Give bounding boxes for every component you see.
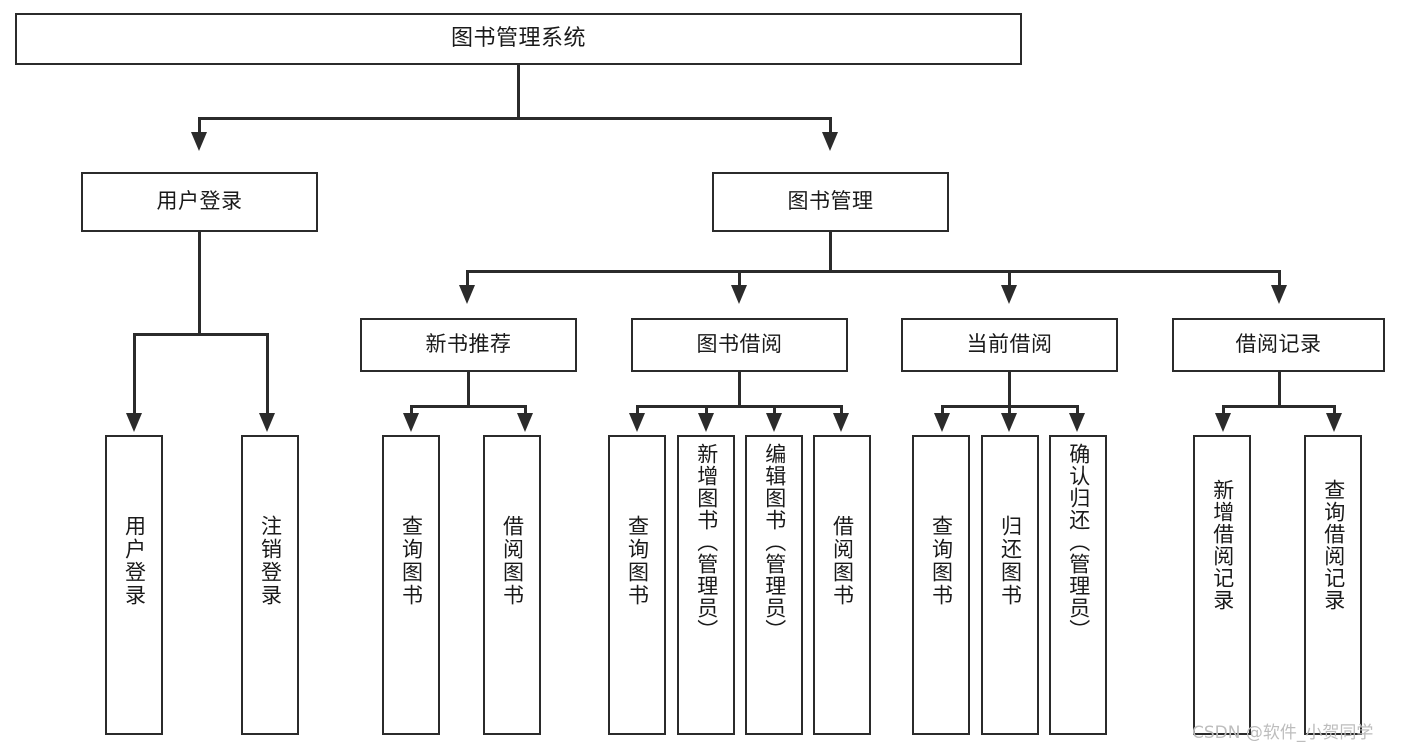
arrow-to-leaf-borrow-book-1	[517, 413, 533, 432]
arrow-to-leaf-return-book	[1001, 413, 1017, 432]
arrow-to-leaf-add-record	[1215, 413, 1231, 432]
arrow-to-leaf-add-book	[698, 413, 714, 432]
node-label: 借阅图书	[500, 515, 525, 607]
leaf-borrow-book-recommend[interactable]: 借阅图书	[483, 435, 541, 735]
arrow-to-leaf-confirm-return	[1069, 413, 1085, 432]
node-current-borrow[interactable]: 当前借阅	[901, 318, 1118, 372]
leaf-return-book[interactable]: 归还图书	[981, 435, 1039, 735]
arrow-to-borrow-record	[1271, 285, 1287, 304]
leaf-add-borrow-record[interactable]: 新增借阅记录	[1193, 435, 1251, 735]
connector-level2-drop-2	[1008, 270, 1011, 287]
connector-book-borrow-drop-3	[840, 405, 843, 415]
connector-book-borrow-stem	[738, 372, 741, 407]
connector-book-borrow-bar	[636, 405, 842, 408]
node-label: 注销登录	[258, 515, 283, 607]
node-borrow-record[interactable]: 借阅记录	[1172, 318, 1385, 372]
connector-user-login-bar	[133, 333, 266, 336]
node-label: 借阅图书	[830, 515, 855, 607]
node-label: 查询图书	[399, 515, 424, 607]
node-label: 借阅记录	[1235, 332, 1322, 357]
node-book-borrow[interactable]: 图书借阅	[631, 318, 848, 372]
arrow-to-current-borrow	[1001, 285, 1017, 304]
leaf-user-login[interactable]: 用户登录	[105, 435, 163, 735]
connector-new-book-bar	[410, 405, 526, 408]
connector-book-manage-stem	[829, 232, 832, 272]
node-label: 查询图书	[625, 515, 650, 607]
connector-new-book-drop-1	[524, 405, 527, 415]
connector-level2-drop-3	[1278, 270, 1281, 287]
connector-book-borrow-drop-1	[705, 405, 708, 415]
arrow-to-book-manage	[822, 132, 838, 151]
node-root-system[interactable]: 图书管理系统	[15, 13, 1022, 65]
node-label: 当前借阅	[966, 332, 1053, 357]
leaf-logout[interactable]: 注销登录	[241, 435, 299, 735]
connector-borrow-record-drop-0	[1222, 405, 1225, 415]
connector-level2-drop-0	[466, 270, 469, 287]
leaf-borrow-book[interactable]: 借阅图书	[813, 435, 871, 735]
connector-current-borrow-drop-2	[1076, 405, 1079, 415]
arrow-to-new-book	[459, 285, 475, 304]
leaf-confirm-return-admin[interactable]: 确认归还（管理员）	[1049, 435, 1107, 735]
node-label: 查询借阅记录	[1321, 479, 1346, 611]
connector-book-borrow-drop-2	[773, 405, 776, 415]
arrow-to-leaf-edit-book	[766, 413, 782, 432]
connector-borrow-record-stem	[1278, 372, 1281, 407]
connector-current-borrow-stem	[1008, 372, 1011, 407]
arrow-to-leaf-query-book-2	[629, 413, 645, 432]
arrow-to-leaf-query-book-3	[934, 413, 950, 432]
node-label: 编辑图书（管理员）	[762, 443, 787, 641]
node-label: 图书管理	[787, 189, 874, 214]
node-label: 确认归还（管理员）	[1066, 443, 1091, 641]
connector-level1-bar	[198, 117, 831, 120]
connector-borrow-record-bar	[1222, 405, 1335, 408]
connector-user-login-stem	[198, 232, 201, 335]
node-label: 新书推荐	[425, 332, 512, 357]
connector-level1-drop-left	[198, 117, 201, 134]
arrow-to-book-borrow	[731, 285, 747, 304]
connector-level1-drop-right	[829, 117, 832, 134]
connector-level2-drop-1	[738, 270, 741, 287]
arrow-to-user-login	[191, 132, 207, 151]
node-book-manage[interactable]: 图书管理	[712, 172, 949, 232]
connector-root-stem	[517, 65, 520, 117]
arrow-to-leaf-logout	[259, 413, 275, 432]
leaf-edit-book-admin[interactable]: 编辑图书（管理员）	[745, 435, 803, 735]
node-new-book-recommend[interactable]: 新书推荐	[360, 318, 577, 372]
node-label: 用户登录	[122, 515, 147, 607]
connector-current-borrow-drop-1	[1008, 405, 1011, 415]
leaf-add-book-admin[interactable]: 新增图书（管理员）	[677, 435, 735, 735]
leaf-query-book-current[interactable]: 查询图书	[912, 435, 970, 735]
node-user-login[interactable]: 用户登录	[81, 172, 318, 232]
connector-borrow-record-drop-1	[1333, 405, 1336, 415]
arrow-to-leaf-query-record	[1326, 413, 1342, 432]
node-label: 图书借阅	[696, 332, 783, 357]
node-label: 图书管理系统	[450, 25, 586, 51]
arrow-to-leaf-user-login	[126, 413, 142, 432]
csdn-watermark: CSDN @软件_小贺同学	[1192, 723, 1374, 743]
arrow-to-leaf-borrow-book-2	[833, 413, 849, 432]
node-label: 归还图书	[998, 515, 1023, 607]
connector-new-book-drop-0	[410, 405, 413, 415]
leaf-query-borrow-record[interactable]: 查询借阅记录	[1304, 435, 1362, 735]
leaf-query-book-recommend[interactable]: 查询图书	[382, 435, 440, 735]
connector-book-borrow-drop-0	[636, 405, 639, 415]
connector-current-borrow-drop-0	[941, 405, 944, 415]
arrow-to-leaf-query-book-1	[403, 413, 419, 432]
connector-user-login-drop-0	[133, 333, 136, 415]
connector-new-book-stem	[467, 372, 470, 407]
node-label: 新增借阅记录	[1210, 479, 1235, 611]
node-label: 用户登录	[156, 189, 243, 214]
leaf-query-book-borrow[interactable]: 查询图书	[608, 435, 666, 735]
node-label: 新增图书（管理员）	[694, 443, 719, 641]
connector-user-login-drop-1	[266, 333, 269, 415]
node-label: 查询图书	[929, 515, 954, 607]
connector-level2-bar	[466, 270, 1281, 273]
